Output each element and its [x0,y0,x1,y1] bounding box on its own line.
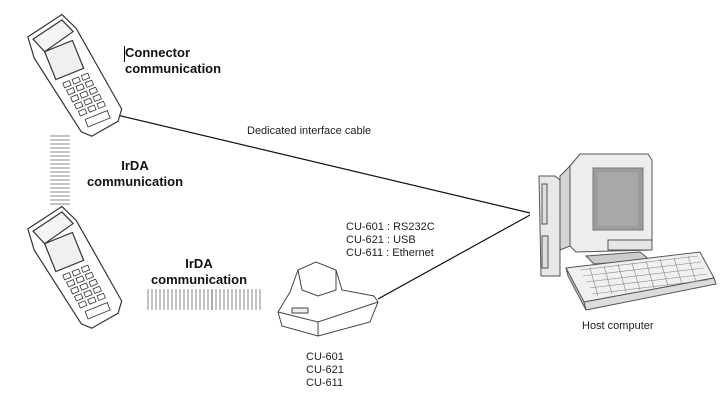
interface-item: CU-601 : RS232C [346,221,435,233]
text-cursor [124,46,125,62]
handheld-terminal-top-icon [27,13,123,137]
label-line: communication [125,61,222,76]
interface-item: CU-611 : Ethernet [346,247,434,259]
host-computer-label: Host computer [582,320,654,332]
irda-vertical-label: IrDA communication [80,158,190,190]
cradle-interface-list: CU-601 : RS232C CU-621 : USB CU-611 : Et… [346,221,435,260]
ir-beam-horizontal-icon [147,289,261,310]
ir-beam-vertical-icon [50,135,70,205]
label-line: Connector [125,45,190,60]
label-line: IrDA [185,256,213,271]
cradle-cable-line [377,214,531,300]
dedicated-cable-line [116,114,531,214]
connector-communication-label: Connector communication [125,45,221,77]
handheld-terminal-bottom-icon [27,205,123,329]
label-line: IrDA [121,158,149,173]
interface-item: CU-621 : USB [346,234,416,246]
model-item: CU-611 [306,377,344,389]
model-item: CU-601 [306,351,344,363]
cradle-icon [277,261,379,337]
desktop-computer-icon [538,153,717,311]
label-line: communication [86,174,184,189]
cable-label: Dedicated interface cable [247,125,372,137]
model-item: CU-621 [306,364,344,376]
irda-horizontal-label: IrDA communication [144,256,254,288]
label-line: communication [150,272,248,287]
cradle-model-list: CU-601 CU-621 CU-611 [306,351,344,390]
